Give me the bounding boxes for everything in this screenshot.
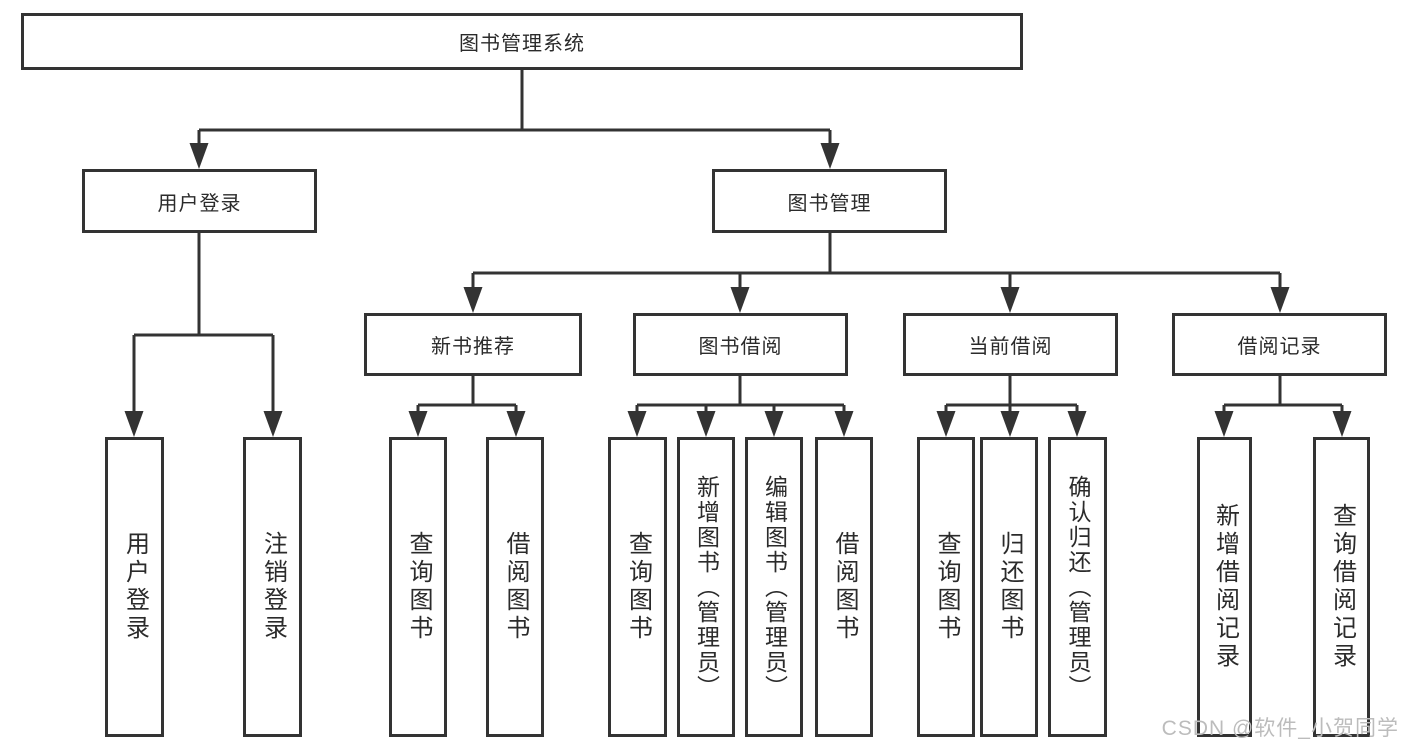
leaf-add-books-admin-label: 新增图书（管理员） [693, 474, 720, 700]
leaf-edit-books-admin: 编辑图书（管理员） [745, 437, 803, 737]
leaf-query-borrow-record: 查询借阅记录 [1313, 437, 1370, 737]
node-current-borrowing-label: 当前借阅 [968, 336, 1053, 358]
leaf-edit-books-admin-label: 编辑图书（管理员） [761, 474, 788, 700]
node-borrowing-records: 借阅记录 [1172, 313, 1387, 376]
leaf-logout: 注销登录 [243, 437, 302, 737]
node-book-borrowing-label: 图书借阅 [698, 336, 783, 358]
node-borrowing-records-label: 借阅记录 [1237, 336, 1322, 358]
leaf-add-borrow-record-label: 新增借阅记录 [1211, 503, 1239, 671]
leaf-query-books-borrowing-label: 查询图书 [624, 531, 652, 643]
leaf-user-login-label: 用户登录 [121, 531, 149, 643]
leaf-add-books-admin: 新增图书（管理员） [677, 437, 735, 737]
node-root-label: 图书管理系统 [459, 33, 585, 55]
leaf-borrow-books-recommend: 借阅图书 [486, 437, 544, 737]
leaf-borrow-books-borrowing: 借阅图书 [815, 437, 873, 737]
csdn-watermark: CSDN @软件_小贺同学 [1161, 717, 1399, 740]
leaf-query-books-current: 查询图书 [917, 437, 975, 737]
leaf-add-borrow-record: 新增借阅记录 [1197, 437, 1252, 737]
leaf-confirm-return-admin-label: 确认归还（管理员） [1065, 474, 1091, 700]
leaf-logout-label: 注销登录 [259, 531, 287, 643]
node-new-book-recommend-label: 新书推荐 [431, 336, 515, 358]
leaf-query-borrow-record-label: 查询借阅记录 [1328, 503, 1356, 671]
node-new-book-recommend: 新书推荐 [364, 313, 582, 376]
node-user-login-label: 用户登录 [157, 192, 242, 215]
leaf-return-books: 归还图书 [980, 437, 1038, 737]
node-current-borrowing: 当前借阅 [903, 313, 1118, 376]
leaf-query-books-recommend: 查询图书 [389, 437, 447, 737]
node-root-library-management-system: 图书管理系统 [21, 13, 1023, 70]
leaf-query-books-current-label: 查询图书 [933, 531, 960, 643]
leaf-query-books-borrowing: 查询图书 [608, 437, 667, 737]
leaf-user-login: 用户登录 [105, 437, 164, 737]
leaf-return-books-label: 归还图书 [996, 531, 1023, 643]
node-book-management: 图书管理 [712, 169, 947, 233]
leaf-borrow-books-borrowing-label: 借阅图书 [831, 531, 858, 643]
leaf-confirm-return-admin: 确认归还（管理员） [1048, 437, 1107, 737]
node-user-login: 用户登录 [82, 169, 317, 233]
node-book-borrowing: 图书借阅 [633, 313, 848, 376]
node-book-management-label: 图书管理 [787, 192, 872, 215]
leaf-borrow-books-recommend-label: 借阅图书 [502, 531, 529, 643]
leaf-query-books-recommend-label: 查询图书 [405, 531, 432, 643]
